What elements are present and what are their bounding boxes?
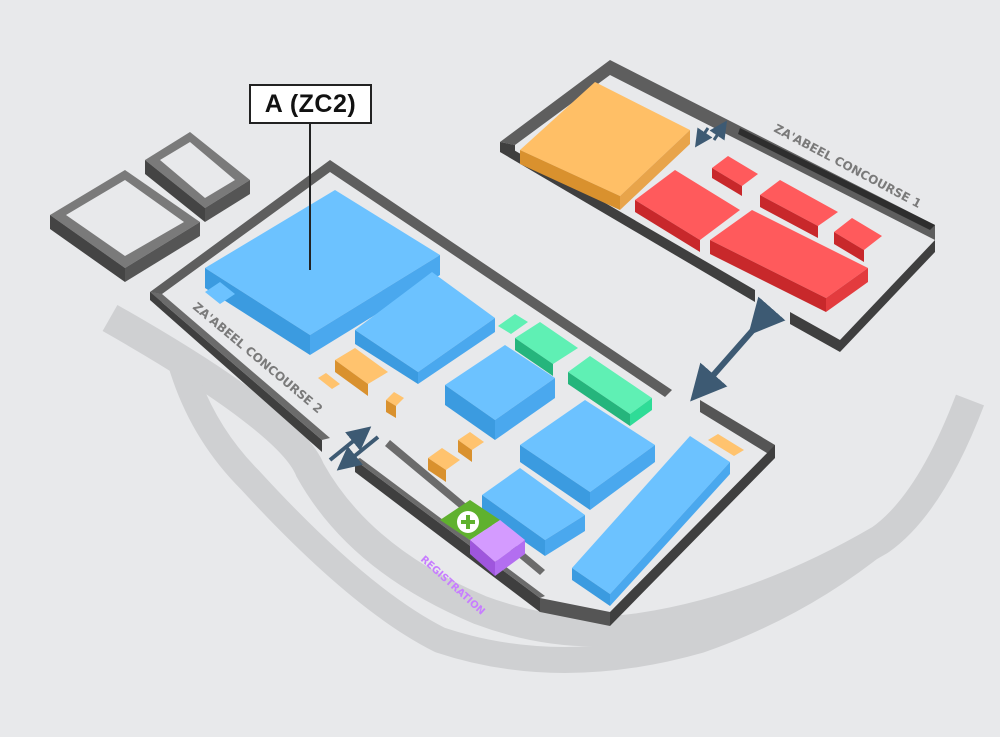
hall-block-blue[interactable] [355,272,495,384]
booth-grid-blue-south[interactable] [482,468,585,556]
hall-east-blue[interactable] [572,436,730,606]
registration-booth[interactable] [470,520,525,576]
hall-orange-concourse-1[interactable] [520,82,690,210]
booths-red[interactable] [635,156,882,312]
booth-green[interactable] [498,314,652,426]
hall-callout-label: A (ZC2) [249,84,372,124]
outbuilding-right [145,132,250,222]
access-road [102,304,985,673]
hall-block-blue[interactable] [445,345,555,440]
small-blue-booth[interactable] [205,282,235,304]
hall-a-zc2[interactable] [205,190,440,355]
outbuilding-left [50,170,200,282]
booth-grid-blue[interactable] [520,400,655,510]
booths-orange[interactable] [318,348,744,482]
connector-arrows [328,120,786,471]
